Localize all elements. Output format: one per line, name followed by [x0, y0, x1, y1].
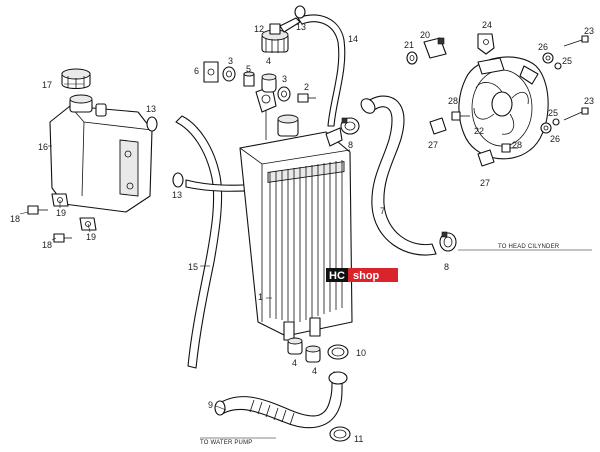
bolt-18-lower [53, 233, 72, 243]
label-13-tank: 13 [146, 104, 156, 114]
label-8-upper: 8 [348, 140, 353, 150]
label-26-upper: 26 [538, 42, 548, 52]
label-8-lower: 8 [444, 262, 449, 272]
label-18-lower: 18 [42, 240, 52, 250]
watermark-right-text: shop [353, 270, 380, 282]
tank-cap-17 [61, 68, 91, 90]
bolt-28-lower [501, 143, 518, 153]
upper-hose-7 [360, 95, 437, 256]
label-25-upper: 25 [562, 56, 572, 66]
note-to-head-cylinder: TO HEAD CILYNDER [498, 244, 560, 250]
hose-clamp-8-upper [340, 117, 360, 135]
washer-25-upper [554, 62, 562, 70]
hose-15 [175, 115, 223, 369]
grommet-4-lower-right [305, 345, 321, 363]
label-5: 5 [246, 64, 251, 74]
label-15: 15 [188, 262, 198, 272]
label-28-upper: 28 [448, 96, 458, 106]
hc-shop-watermark: HC shop [326, 268, 398, 282]
lower-hose-9 [214, 371, 348, 429]
watermark-left-text: HC [329, 270, 345, 282]
note-to-water-pump: TO WATER PUMP [200, 440, 253, 446]
hose-clamp-11 [329, 426, 351, 442]
radiator-cap-12 [261, 17, 301, 53]
label-12: 12 [254, 24, 264, 34]
label-13-top: 13 [296, 22, 306, 32]
label-14: 14 [348, 34, 358, 44]
radiator [239, 85, 353, 341]
washer-3-right [277, 86, 291, 102]
label-3-upper: 3 [228, 56, 233, 66]
label-22: 22 [474, 126, 484, 136]
label-25-lower: 25 [548, 108, 558, 118]
grommet-26-upper [542, 52, 554, 64]
label-18-upper: 18 [10, 214, 20, 224]
hose-clamp-10 [327, 344, 349, 360]
washer-21 [406, 51, 418, 65]
hose-clamp-8-lower [439, 231, 457, 252]
screw-27-lower [477, 149, 495, 167]
grommet-4-upper [261, 73, 277, 93]
label-26-lower: 26 [550, 134, 560, 144]
label-9: 9 [208, 400, 213, 410]
washer-3-upper [222, 66, 236, 82]
grommet-4-lower-left [287, 337, 303, 355]
label-2: 2 [304, 82, 309, 92]
label-27-lower: 27 [480, 178, 490, 188]
screw-27-upper [429, 117, 447, 135]
label-23-upper: 23 [584, 26, 594, 36]
bolt-23-upper [563, 35, 589, 47]
label-28-lower: 28 [512, 140, 522, 150]
label-13-lower: 13 [172, 190, 182, 200]
fan-switch-20 [423, 37, 447, 59]
washer-25-lower [552, 118, 560, 126]
expansion-tank-16 [49, 94, 153, 213]
label-11: 11 [354, 434, 363, 444]
label-16: 16 [38, 142, 48, 152]
spacer-5 [243, 71, 255, 87]
leader-lines [19, 83, 592, 439]
overflow-hose-14 [297, 14, 346, 127]
label-23-right: 23 [584, 96, 594, 106]
part-labels: 1 2 3 3 4 4 4 5 6 7 8 8 9 10 11 12 13 13… [10, 20, 594, 444]
bolt-23-right [563, 107, 589, 121]
label-21: 21 [404, 40, 414, 50]
bracket-24 [477, 33, 495, 55]
label-4-lower-right: 4 [312, 366, 317, 376]
label-4-upper: 4 [266, 56, 271, 66]
label-20: 20 [420, 30, 430, 40]
label-19-upper: 19 [56, 208, 66, 218]
grommet-26-lower [540, 122, 552, 134]
bolt-18-upper [27, 205, 48, 215]
label-17: 17 [42, 80, 52, 90]
bolt-28-upper [451, 111, 470, 121]
label-19-lower: 19 [86, 232, 96, 242]
label-1: 1 [258, 292, 263, 302]
bolt-2 [297, 93, 316, 103]
label-6: 6 [194, 66, 199, 76]
clip-13-tank [146, 5, 306, 188]
label-24: 24 [482, 20, 492, 30]
watermark-right-bg [348, 268, 398, 282]
bracket-6 [203, 61, 219, 83]
label-27-upper: 27 [428, 140, 438, 150]
label-10: 10 [356, 348, 366, 358]
watermark-left-bg [326, 268, 348, 282]
label-7: 7 [380, 206, 385, 216]
label-3-right: 3 [282, 74, 287, 84]
label-4-lower-left: 4 [292, 358, 297, 368]
